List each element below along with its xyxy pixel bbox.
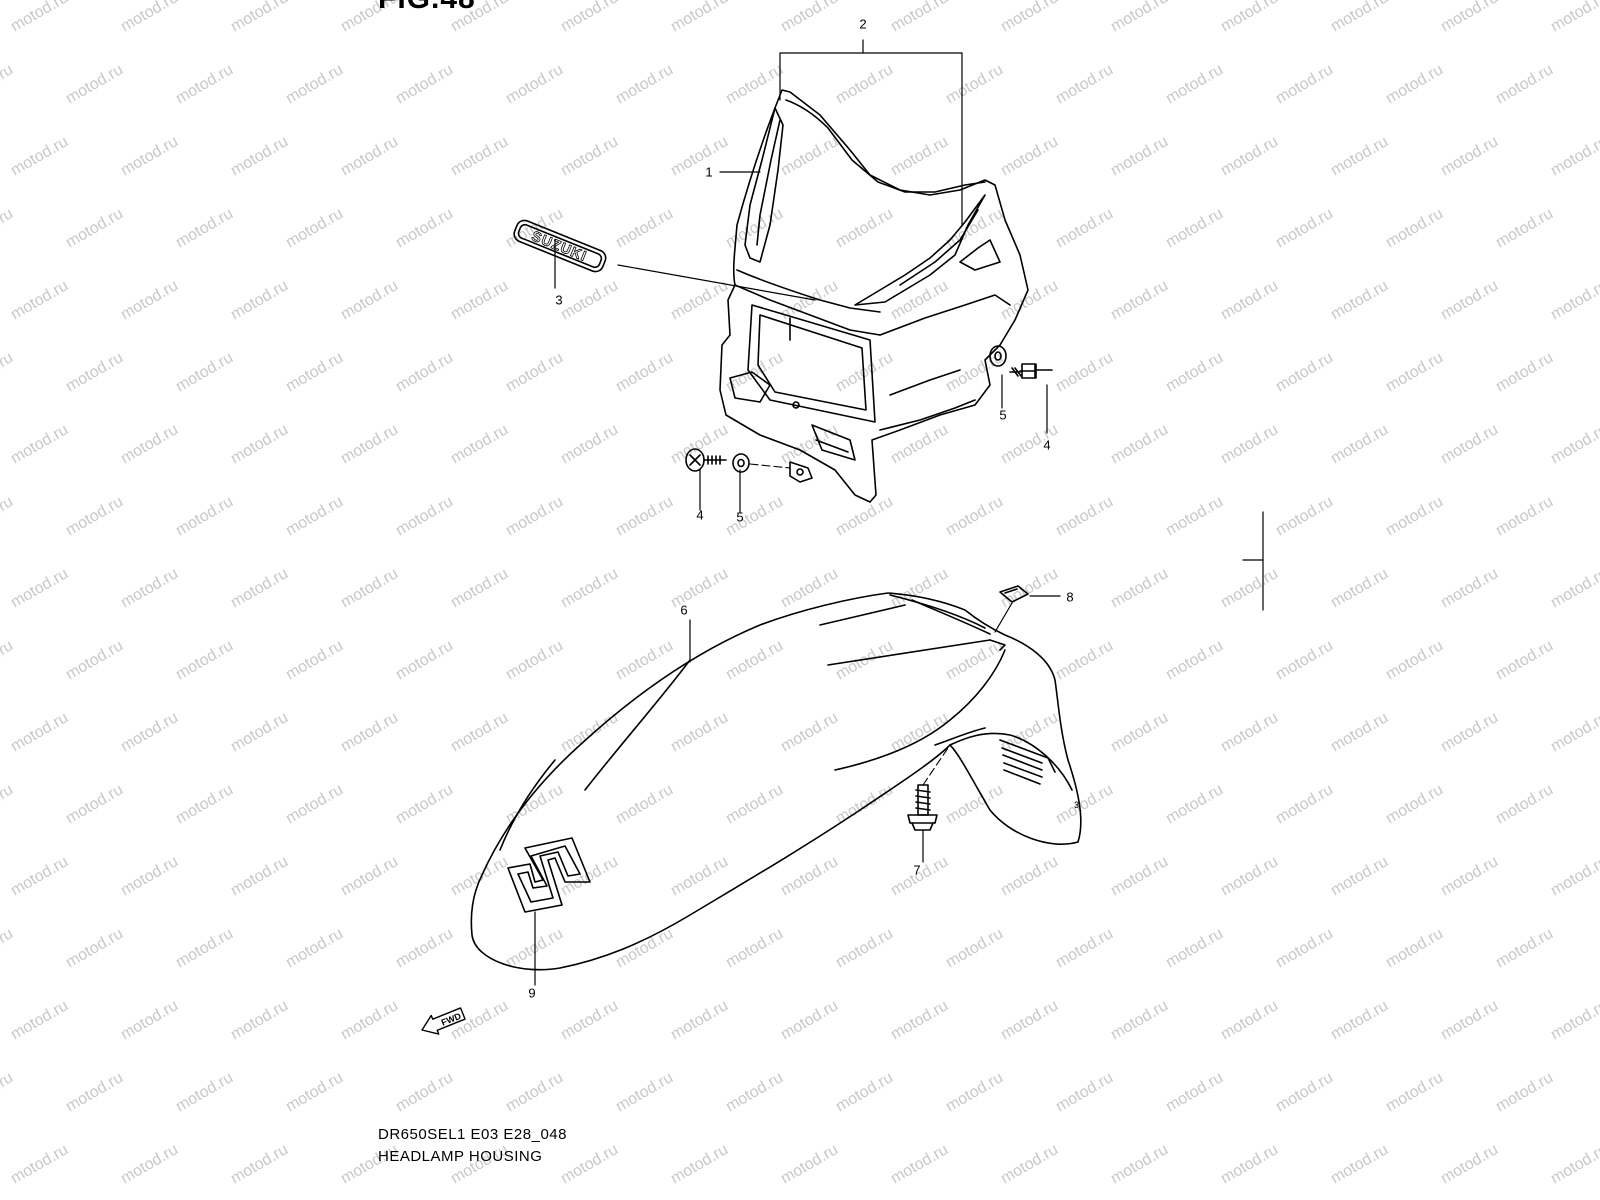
- callout-3: 3: [555, 292, 563, 308]
- s-logo-decal: [507, 837, 591, 913]
- diagram-name: HEADLAMP HOUSING: [378, 1148, 543, 1165]
- callout-5-left: 5: [736, 509, 744, 525]
- callout-1: 1: [705, 164, 713, 180]
- headlamp-housing: [719, 89, 1029, 503]
- grommet: [999, 585, 1029, 603]
- suzuki-decal: SUZUKI: [513, 219, 607, 273]
- callout-4-left: 4: [696, 507, 704, 523]
- callout-5-right: 5: [999, 407, 1007, 423]
- screw-right: [1009, 363, 1053, 379]
- callout-8: 8: [1066, 589, 1074, 605]
- bolt-7: [907, 784, 938, 831]
- fwd-arrow: FWD: [421, 1007, 466, 1035]
- screw-left: [685, 448, 727, 472]
- suzuki-decal-text: SUZUKI: [530, 228, 590, 265]
- svg-text:3: 3: [1074, 800, 1079, 810]
- callout-4-right: 4: [1043, 437, 1051, 453]
- washer-left: [732, 453, 791, 473]
- callout-2: 2: [859, 16, 867, 32]
- callout-9: 9: [528, 985, 536, 1001]
- front-fender: 3: [470, 592, 1082, 971]
- callout-6: 6: [680, 602, 688, 618]
- leader-3: [617, 264, 816, 301]
- washer-right: [989, 345, 1007, 367]
- diagram-code: DR650SEL1 E03 E28_048: [378, 1126, 567, 1143]
- callout-7: 7: [913, 862, 921, 878]
- figure-title: FIG.48: [378, 0, 476, 16]
